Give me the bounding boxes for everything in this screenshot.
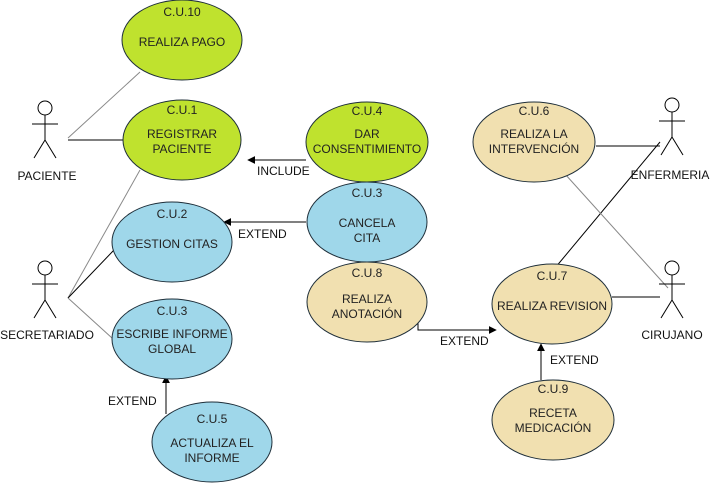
include-label: INCLUDE <box>257 164 310 178</box>
use-case-shape <box>472 101 596 183</box>
use-case-line-1: GESTION CITAS <box>126 237 218 251</box>
assoc-secretariado-cu1 <box>67 169 141 299</box>
use-case-id: C.U.10 <box>163 5 201 19</box>
use-case-line-1: REALIZA LA <box>500 127 567 141</box>
actor-paciente[interactable]: PACIENTE <box>17 100 77 183</box>
use-case-shape <box>111 298 233 380</box>
use-case-shape <box>122 99 242 181</box>
stick-figure-icon <box>32 260 58 319</box>
use-case-id: C.U.2 <box>157 207 188 221</box>
actor-cirujano[interactable]: CIRUJANO <box>641 260 703 342</box>
use-case-cu8[interactable]: C.U.8 REALIZA ANOTACIÓN <box>306 261 428 343</box>
use-case-id: C.U.9 <box>538 382 569 396</box>
actor-label: PACIENTE <box>17 169 76 183</box>
use-case-cu4[interactable]: C.U.4 DAR CONSENTIMIENTO <box>305 101 429 183</box>
use-case-cu1[interactable]: C.U.1 REGISTRAR PACIENTE <box>122 99 242 181</box>
use-case-id: C.U.6 <box>519 104 550 118</box>
use-case-line-1: DAR <box>354 127 380 141</box>
use-case-line-1: CANCELA <box>339 216 396 230</box>
use-case-line-2: ANOTACIÓN <box>332 306 402 321</box>
use-case-cu6[interactable]: C.U.6 REALIZA LA INTERVENCIÓN <box>472 101 596 183</box>
use-case-shape <box>151 401 273 483</box>
use-case-line-1: REALIZA PAGO <box>139 35 225 49</box>
edge-labels: INCLUDE EXTEND EXTEND EXTEND EXTEND <box>108 164 599 408</box>
use-case-shape <box>111 201 233 283</box>
actor-label: SECRETARIADO <box>0 328 94 342</box>
actor-label: CIRUJANO <box>641 328 702 342</box>
use-case-id: C.U.3 <box>352 186 383 200</box>
use-case-id: C.U.3 <box>157 304 188 318</box>
use-case-line-2: MEDICACIÓN <box>515 420 592 435</box>
stick-figure-icon <box>32 100 58 159</box>
use-case-line-2: CITA <box>354 231 380 245</box>
actor-label: ENFERMERIA <box>631 168 710 182</box>
use-case-line-2: CONSENTIMIENTO <box>313 142 421 156</box>
use-case-id: C.U.5 <box>197 412 228 426</box>
use-cases: C.U.10 REALIZA PAGO C.U.1 REGISTRAR PACI… <box>111 0 615 483</box>
extend-label-actualiza: EXTEND <box>108 394 157 408</box>
use-case-cu10[interactable]: C.U.10 REALIZA PAGO <box>121 0 243 81</box>
use-case-cu7[interactable]: C.U.7 REALIZA REVISION <box>491 263 613 345</box>
use-case-line-2: INTERVENCIÓN <box>489 141 579 156</box>
use-case-shape <box>491 379 615 461</box>
assoc-paciente-cu10 <box>67 71 141 139</box>
use-case-cu3-cancela[interactable]: C.U.3 CANCELA CITA <box>306 181 428 263</box>
use-case-shape <box>306 261 428 343</box>
use-case-line-1: RECETA <box>529 406 577 420</box>
use-case-line-2: PACIENTE <box>152 142 211 156</box>
actor-secretariado[interactable]: SECRETARIADO <box>0 260 94 342</box>
use-case-line-1: REGISTRAR <box>147 127 217 141</box>
use-case-cu5[interactable]: C.U.5 ACTUALIZA EL INFORME <box>151 401 273 483</box>
actor-enfermeria[interactable]: ENFERMERIA <box>631 97 710 182</box>
assoc-secretariado-cu2 <box>67 249 115 299</box>
use-case-cu9[interactable]: C.U.9 RECETA MEDICACIÓN <box>491 379 615 461</box>
use-case-cu3-informe[interactable]: C.U.3 ESCRIBE INFORME GLOBAL <box>111 298 233 380</box>
use-case-line-1: ESCRIBE INFORME <box>116 327 227 341</box>
use-case-shape <box>121 0 243 81</box>
use-case-line-1: ACTUALIZA EL <box>170 436 254 450</box>
use-case-id: C.U.7 <box>537 269 568 283</box>
assoc-cirujano-cu6 <box>564 173 669 289</box>
use-case-line-2: GLOBAL <box>148 342 196 356</box>
use-case-line-1: REALIZA <box>342 292 392 306</box>
use-case-shape <box>491 263 613 345</box>
use-case-line-2: INFORME <box>184 451 239 465</box>
extend-label-cancela: EXTEND <box>238 227 287 241</box>
arrow-extend-anotacion <box>417 308 497 334</box>
extend-label-receta: EXTEND <box>550 353 599 367</box>
use-case-id: C.U.4 <box>352 104 383 118</box>
use-case-cu2[interactable]: C.U.2 GESTION CITAS <box>111 201 233 283</box>
use-case-id: C.U.8 <box>352 266 383 280</box>
stick-figure-icon <box>659 97 685 156</box>
assoc-secretariado-cu3b <box>67 297 113 339</box>
association-lines <box>67 71 669 339</box>
actors: PACIENTE SECRETARIADO ENFERMERIA <box>0 97 710 342</box>
assoc-enfermeria-cu7 <box>554 141 661 269</box>
stick-figure-icon <box>659 260 685 319</box>
use-case-id: C.U.1 <box>167 103 198 117</box>
use-case-line-1: REALIZA REVISION <box>497 299 607 313</box>
extend-label-anotacion: EXTEND <box>440 334 489 348</box>
